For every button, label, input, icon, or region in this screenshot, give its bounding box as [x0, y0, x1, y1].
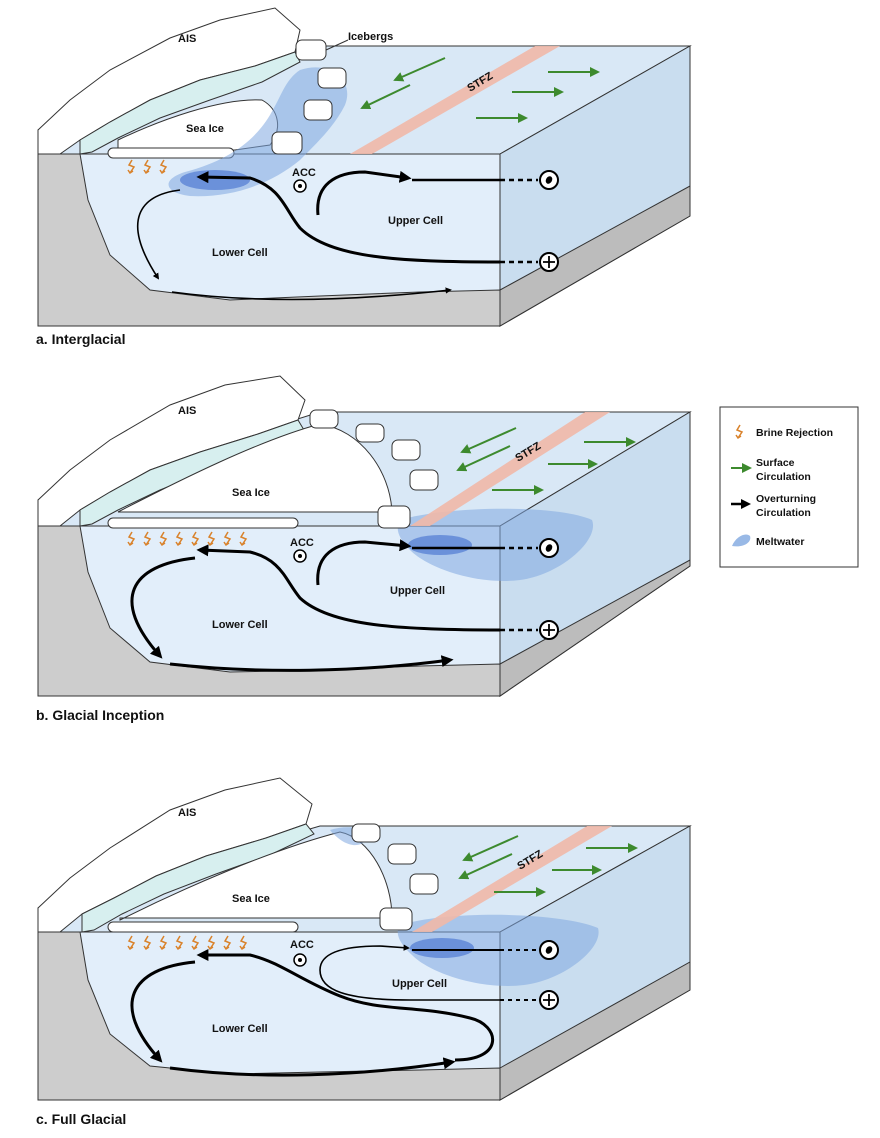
ice-shelf-face — [79, 51, 301, 155]
acc-symbol-dot — [298, 554, 302, 558]
into-page-cross — [543, 994, 555, 1006]
surface-circulation-arrow — [360, 84, 411, 110]
meltwater-core — [180, 170, 250, 190]
iceberg — [317, 67, 347, 89]
icebergs-leader — [325, 39, 349, 51]
iceberg — [379, 907, 413, 931]
iceberg — [409, 873, 439, 895]
lower-cell-loop-arrow — [196, 949, 495, 1062]
surface-circulation-arrow — [458, 853, 513, 880]
upper-cell-arrow — [316, 170, 412, 216]
upper-cell-label: Upper Cell — [388, 215, 443, 227]
lower-cell-label: Lower Cell — [212, 247, 268, 259]
upper-cell-label: Upper Cell — [390, 585, 445, 597]
acc-symbol-dot — [298, 958, 302, 962]
surface-circulation-arrow — [393, 57, 446, 82]
meltwater-plume — [397, 508, 594, 581]
seafloor-side — [499, 185, 691, 327]
icebergs — [351, 823, 439, 931]
legend-overturning-label-1: Overturning — [756, 493, 816, 505]
brine-rejection — [127, 935, 248, 951]
seafloor-front — [37, 931, 501, 1101]
meltwater-icon — [732, 534, 751, 547]
upper-cell-arrow — [319, 944, 500, 1001]
iceberg — [303, 99, 333, 121]
upper-cell-label: Upper Cell — [392, 978, 447, 990]
iceberg — [387, 843, 417, 865]
icebergs — [309, 409, 439, 529]
ais-label: AIS — [178, 405, 196, 417]
into-page-cross — [543, 624, 555, 636]
legend-brine-label: Brine Rejection — [756, 427, 833, 439]
ais-label: AIS — [178, 807, 196, 819]
panel-interglacial: STFZ Icebergs AIS Sea Ice ACC — [36, 7, 692, 347]
legend-surface-label-1: Surface — [756, 457, 795, 469]
ice-shelf-face — [81, 823, 315, 933]
lower-cell-label: Lower Cell — [212, 1023, 268, 1035]
lower-cell-label: Lower Cell — [212, 619, 268, 631]
surface-circulation-arrow — [460, 427, 517, 454]
panel-caption: b. Glacial Inception — [36, 707, 164, 723]
lower-cell-bottom-arrow — [169, 655, 454, 672]
lower-cell-sinking-arrow — [137, 189, 181, 280]
iceberg — [271, 131, 303, 155]
seafloor-side — [499, 961, 691, 1101]
panel-glacial-inception: STFZ AIS Sea Ice ACC — [36, 375, 692, 723]
stfz-band — [350, 46, 560, 154]
panel-caption: c. Full Glacial — [36, 1111, 126, 1127]
legend-surface-label-2: Circulation — [756, 471, 811, 483]
legend: Brine Rejection Surface Circulation Over… — [719, 406, 859, 568]
lower-cell-bottom-arrow — [171, 287, 452, 301]
acc-label: ACC — [290, 939, 314, 951]
sea-ice-label: Sea Ice — [232, 893, 270, 905]
sea-ice-edge — [107, 517, 299, 529]
stfz-band — [410, 412, 610, 526]
brine-rejection — [127, 531, 248, 547]
sea-ice-edge — [107, 147, 235, 159]
surface-circulation-arrow — [456, 445, 511, 472]
iceberg — [295, 39, 327, 61]
sea-ice — [119, 831, 393, 921]
panel-full-glacial: STFZ AIS Sea Ice ACC — [36, 777, 692, 1127]
meltwater-core — [410, 938, 474, 958]
legend-overturning-label-2: Circulation — [756, 507, 811, 519]
lower-cell-sinking-arrow — [130, 960, 196, 1063]
icebergs-label: Icebergs — [348, 31, 393, 43]
ais-label: AIS — [178, 33, 196, 45]
iceberg — [377, 505, 411, 529]
acc-label: ACC — [292, 167, 316, 179]
legend-meltwater-label: Meltwater — [756, 536, 804, 548]
icebergs — [271, 39, 347, 155]
panel-caption: a. Interglacial — [36, 331, 125, 347]
meltwater-core — [408, 535, 472, 555]
iceberg — [391, 439, 421, 461]
lower-cell-sinking-arrow — [130, 556, 196, 659]
out-of-page-dot — [545, 946, 553, 954]
iceberg — [409, 469, 439, 491]
iceberg — [355, 423, 385, 443]
out-of-page-dot — [545, 544, 553, 552]
sea-ice-label: Sea Ice — [232, 487, 270, 499]
stfz-band — [412, 826, 612, 932]
out-of-page-dot — [545, 176, 553, 184]
brine-rejection — [127, 159, 168, 175]
lower-cell-upper-branch — [196, 171, 501, 264]
iceberg — [309, 409, 339, 429]
lower-cell-bottom-arrow — [169, 1057, 456, 1077]
sea-ice-edge — [107, 921, 299, 933]
into-page-cross — [543, 256, 555, 268]
acc-label: ACC — [290, 537, 314, 549]
meltwater-plume — [168, 67, 348, 197]
brine-rejection-icon — [735, 424, 744, 440]
seafloor-front — [37, 153, 501, 327]
iceberg — [351, 823, 381, 843]
upper-cell-arrow — [316, 539, 412, 586]
lower-cell-upper-branch — [196, 544, 501, 632]
acc-symbol-dot — [298, 184, 302, 188]
surface-circulation-arrow — [462, 835, 519, 862]
sea-ice-label: Sea Ice — [186, 123, 224, 135]
seafloor-side — [499, 559, 691, 697]
